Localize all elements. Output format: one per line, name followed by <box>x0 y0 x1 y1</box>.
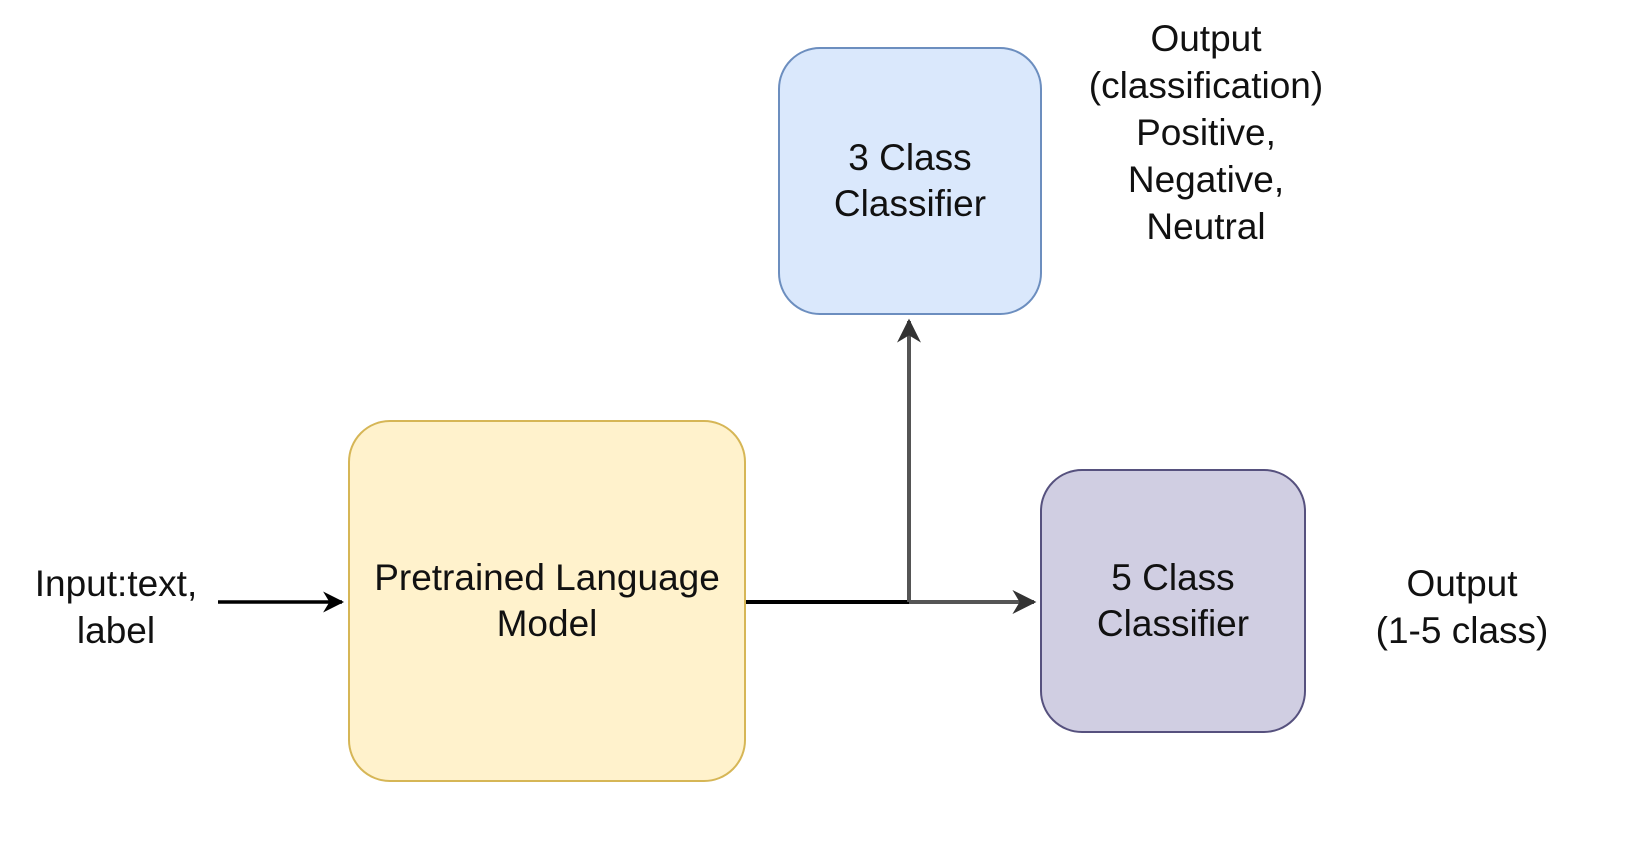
input-label: Input:text, label <box>34 563 198 651</box>
five-class-classifier-box: 5 Class Classifier <box>1040 469 1306 733</box>
three-class-classifier-box: 3 Class Classifier <box>778 47 1042 315</box>
five-class-classifier-label: 5 Class Classifier <box>1096 557 1250 644</box>
three-class-output-label: Output (classification) Positive, Negati… <box>1088 18 1324 247</box>
pretrained-language-model-label: Pretrained Language Model <box>374 557 720 644</box>
three-class-classifier-label: 3 Class Classifier <box>833 137 987 224</box>
five-class-output-label: Output (1-5 class) <box>1375 563 1549 651</box>
pretrained-language-model-box: Pretrained Language Model <box>348 420 746 782</box>
